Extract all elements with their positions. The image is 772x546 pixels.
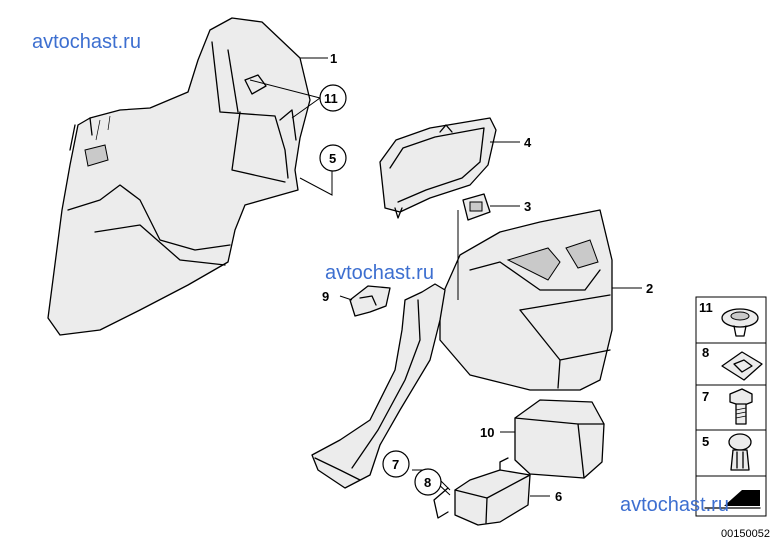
pillar-trim [311,283,446,489]
legend-label-2: 8 [702,345,709,360]
watermark-center: avtochast.ru [325,262,434,284]
callout-3: 3 [524,199,531,214]
callout-9: 9 [322,289,329,304]
watermark-top-left: avtochast.ru [32,31,141,53]
watermark-bottom-right: avtochast.ru [620,494,729,516]
fastener-legend: 11 8 7 5 [695,296,767,517]
legend-label-4: 5 [702,434,709,449]
callout-5: 5 [329,151,336,166]
legend-label-1: 11 [699,300,713,315]
part-4-cover-panel [379,117,497,219]
expanding-rivet-icon [728,433,752,471]
part-1-side-trim-panel [47,17,311,336]
callout-8: 8 [424,475,431,490]
callout-labels: 1 11 5 4 3 2 9 10 6 7 8 [319,51,653,504]
callout-7: 7 [392,457,399,472]
spring-nut-icon [721,351,763,381]
callout-11: 11 [324,91,338,106]
legend-label-3: 7 [702,389,709,404]
push-clip-icon [721,308,759,337]
callout-4: 4 [524,135,532,150]
callout-1: 1 [330,51,337,66]
callout-2: 2 [646,281,653,296]
part-2-side-trim-panel [439,209,613,391]
part-10-foam-block [514,399,605,479]
shim-icon [704,490,761,509]
diagram-reference-number: 00150052 [721,528,770,540]
callout-10: 10 [480,425,494,440]
bolt-icon [729,388,753,425]
part-9-clip-bracket [349,285,391,317]
leader-lines [249,57,642,497]
part-3-switch-bracket [462,193,491,221]
part-6-control-unit-bracket [433,457,531,526]
callout-6: 6 [555,489,562,504]
